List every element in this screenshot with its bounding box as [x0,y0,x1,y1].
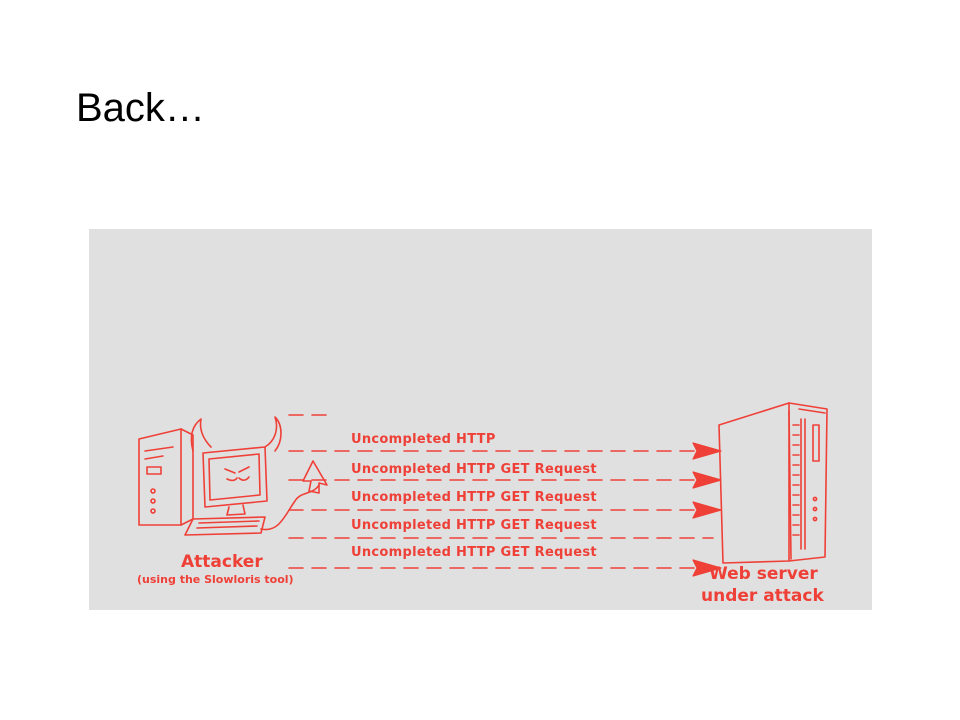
diagram-canvas: Uncompleted HTTP Uncompleted HTTP GET Re… [137,402,828,606]
server-label-line2: under attack [701,586,824,606]
slide-title: Back… [76,86,205,130]
devil-monitor-icon [190,416,282,516]
devil-tail-icon [260,460,328,531]
request-label-1: Uncompleted HTTP [351,432,496,447]
request-arrowheads [692,442,722,577]
slowloris-diagram: Uncompleted HTTP Uncompleted HTTP GET Re… [89,229,872,610]
server-label-line1: Web server [709,564,818,584]
request-label-2: Uncompleted HTTP GET Request [351,462,597,477]
attacker-tower-icon [138,428,194,526]
keyboard-icon [184,516,266,536]
server-tower-icon [718,402,828,564]
request-label-3: Uncompleted HTTP GET Request [351,490,597,505]
request-label-5: Uncompleted HTTP GET Request [351,545,597,560]
attacker-sublabel: (using the Slowloris tool) [137,573,294,586]
attacker-label: Attacker [181,552,263,572]
request-label-4: Uncompleted HTTP GET Request [351,518,597,533]
request-lines [288,414,714,569]
